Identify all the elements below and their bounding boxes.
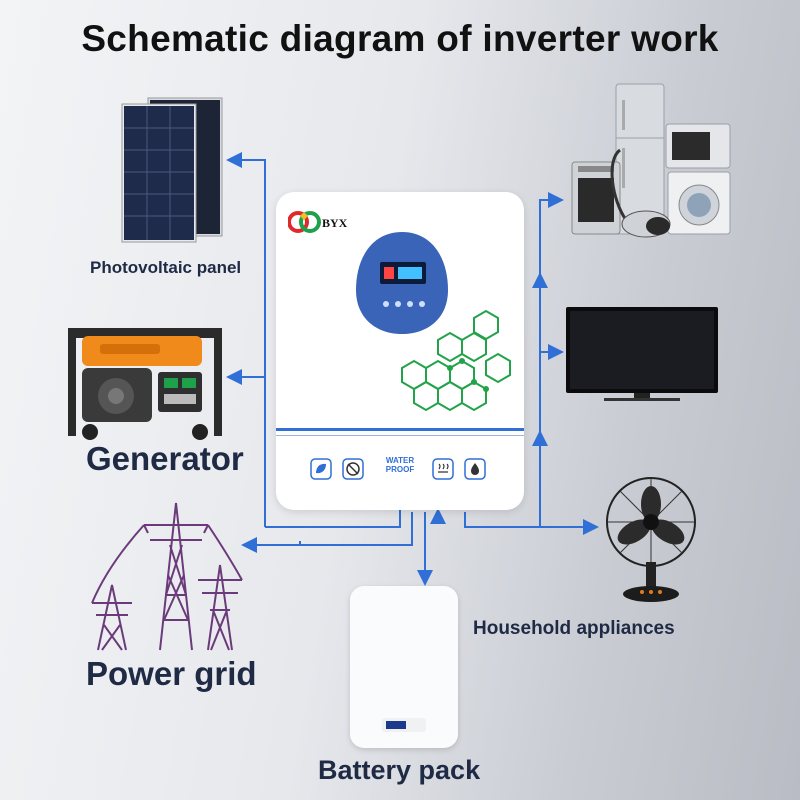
hex-pattern-decoration [401,309,511,412]
leaf-badge-icon [310,458,332,480]
waterproof-badge: WATER PROOF [385,456,415,474]
pv-label: Photovoltaic panel [90,258,242,277]
generator-label: Generator [86,440,244,477]
solar-panel-icon [121,97,223,243]
household-appliances-label: Household appliances [473,618,675,639]
display-panel [356,232,448,334]
battery-pack-label: Battery pack [318,755,481,785]
battery-pack [350,586,458,748]
diagram-title: Schematic diagram of inverter work [81,18,719,59]
power-grid-pylon-icon [91,502,243,651]
electric-fan-icon [606,477,696,602]
grid-wire [241,512,413,553]
generator-icon [68,328,222,440]
source-bus-wire [265,510,401,528]
power-grid-label: Power grid [86,655,257,692]
battery-display [386,721,406,729]
television-icon [566,307,718,401]
accent-stripe [276,428,524,431]
brand-name: BYX [322,216,348,230]
inverter-unit: BYX [276,192,524,510]
brand-logo-icon [288,211,321,233]
ip-rating-badge-icon [464,458,486,480]
heat-badge-icon [432,458,454,480]
kitchen-appliances-icon [571,83,731,238]
no-dust-badge-icon [342,458,364,480]
pv-wire [226,152,266,527]
